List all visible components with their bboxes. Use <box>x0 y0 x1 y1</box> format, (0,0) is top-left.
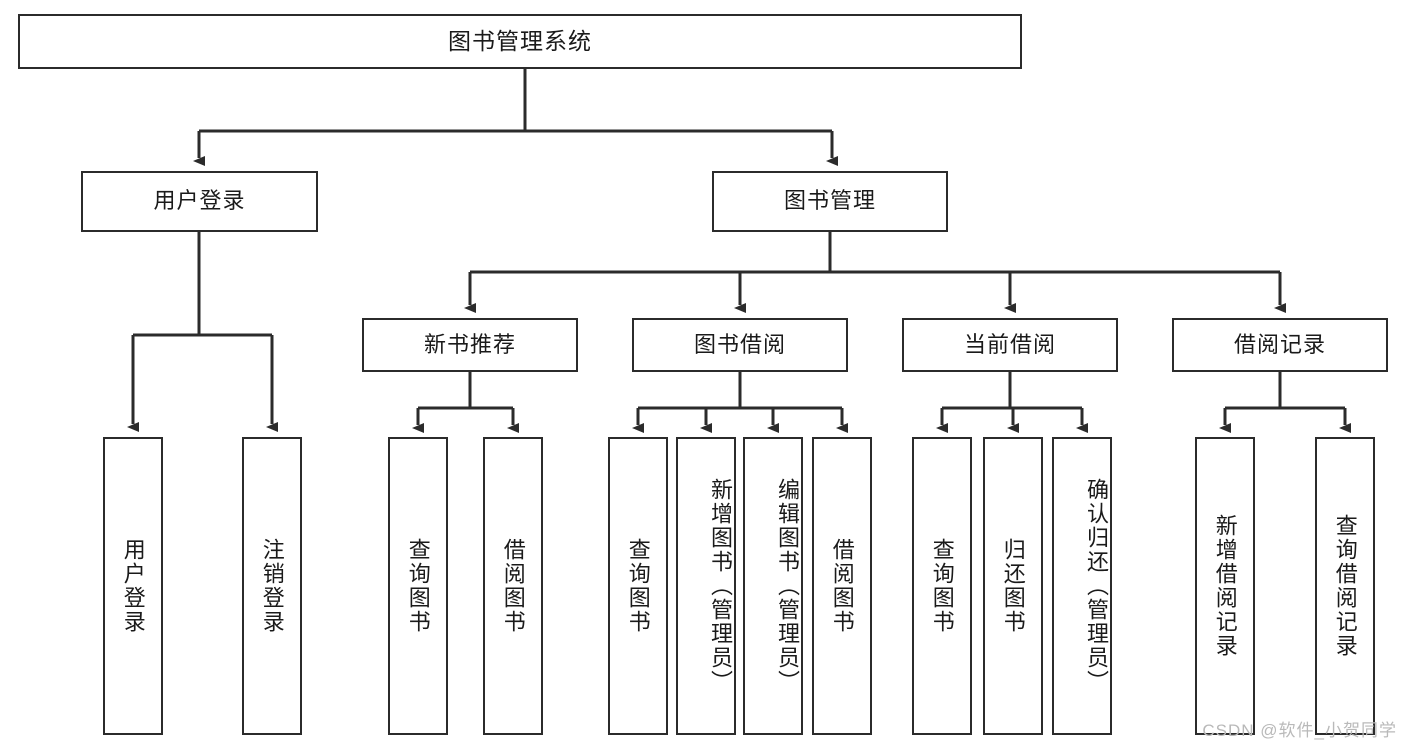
leaf-user-login[interactable]: 用户登录 <box>103 437 163 735</box>
leaf-logout[interactable]: 注销登录 <box>242 437 302 735</box>
leaf-query-book-borrow[interactable]: 查询图书 <box>608 437 668 735</box>
node-book-borrow[interactable]: 图书借阅 <box>632 318 848 372</box>
leaf-add-book-admin[interactable]: 新增图书（管理员） <box>676 437 736 735</box>
leaf-borrow-book[interactable]: 借阅图书 <box>812 437 872 735</box>
leaf-return-book[interactable]: 归还图书 <box>983 437 1043 735</box>
node-user-login[interactable]: 用户登录 <box>81 171 318 232</box>
leaf-edit-book-admin[interactable]: 编辑图书（管理员） <box>743 437 803 735</box>
node-book-manage[interactable]: 图书管理 <box>712 171 948 232</box>
leaf-query-book-current[interactable]: 查询图书 <box>912 437 972 735</box>
leaf-confirm-return-admin[interactable]: 确认归还（管理员） <box>1052 437 1112 735</box>
leaf-query-borrow-record[interactable]: 查询借阅记录 <box>1315 437 1375 735</box>
leaf-query-book-recommendation[interactable]: 查询图书 <box>388 437 448 735</box>
node-borrow-record[interactable]: 借阅记录 <box>1172 318 1388 372</box>
node-current-borrow[interactable]: 当前借阅 <box>902 318 1118 372</box>
node-new-book-recommendation[interactable]: 新书推荐 <box>362 318 578 372</box>
node-root[interactable]: 图书管理系统 <box>18 14 1022 69</box>
leaf-borrow-book-recommendation[interactable]: 借阅图书 <box>483 437 543 735</box>
leaf-add-borrow-record[interactable]: 新增借阅记录 <box>1195 437 1255 735</box>
